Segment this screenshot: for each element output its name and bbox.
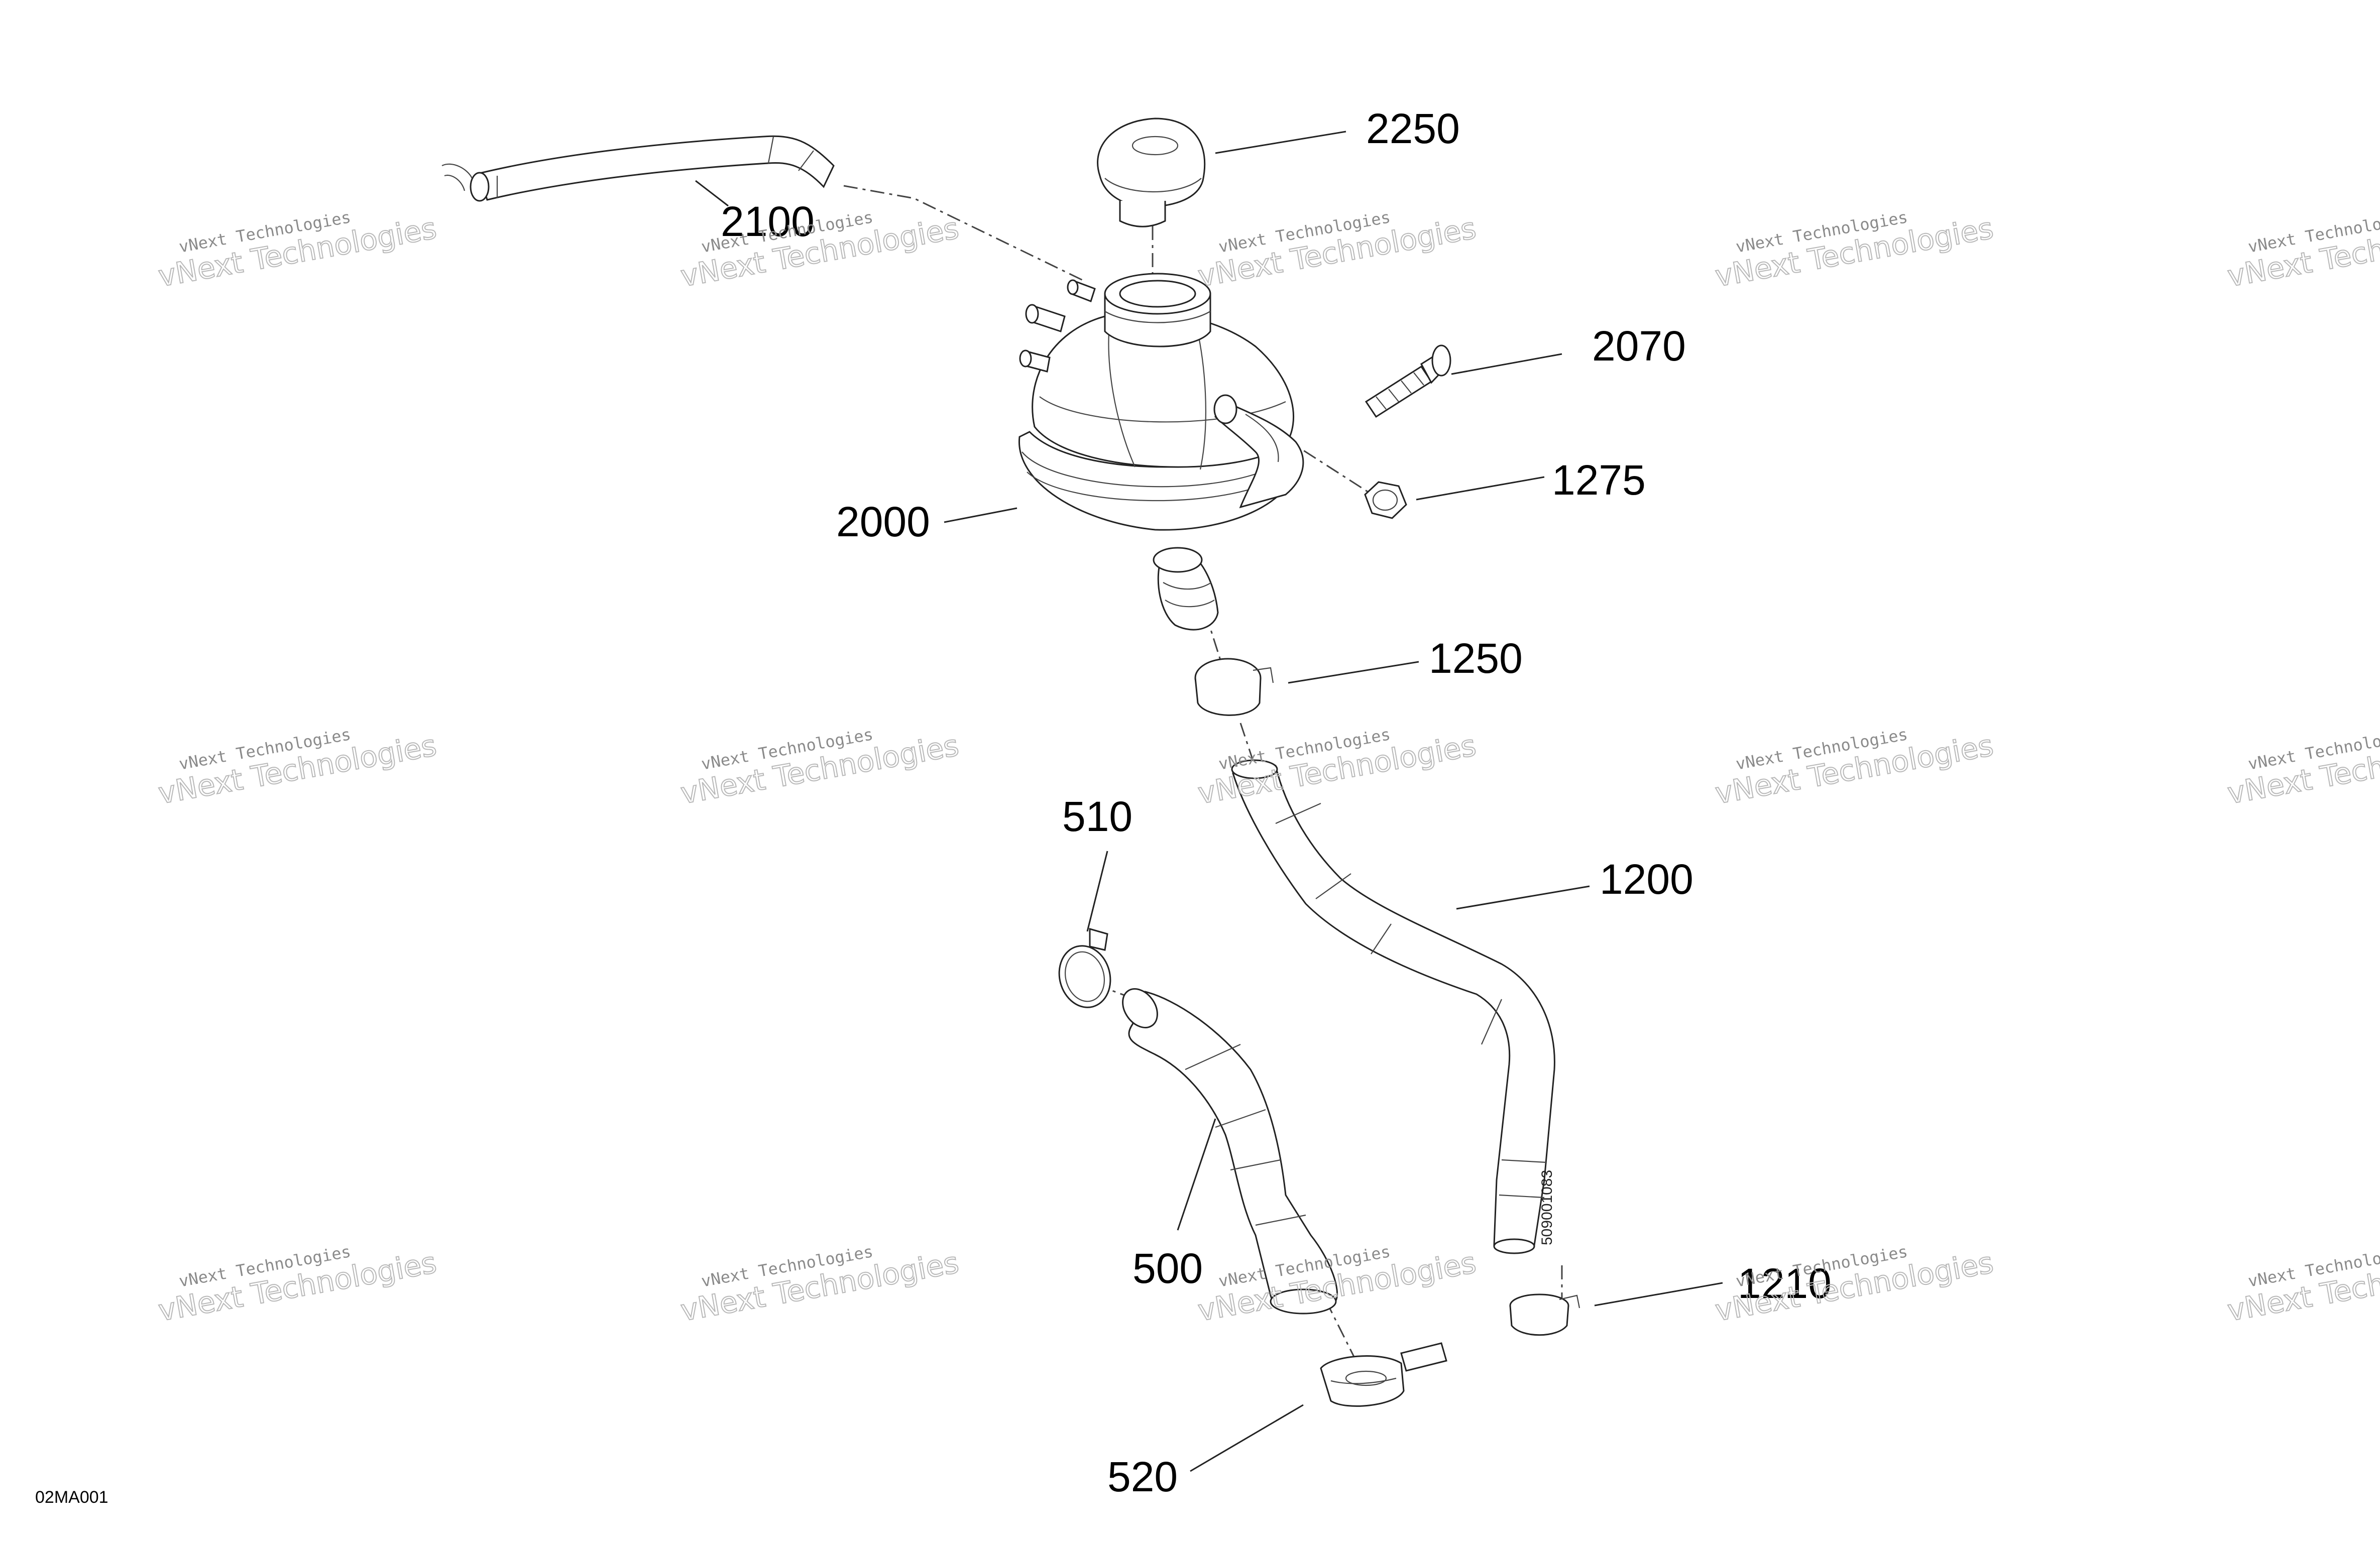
- part-510-clamp: [1058, 928, 1111, 1008]
- watermark: vNext Technologies vNext Technologies: [677, 1242, 962, 1328]
- watermark: vNext Technologies vNext Technologies: [1712, 725, 1996, 811]
- watermark: vNext Technologies vNext Technologies: [2224, 1242, 2380, 1328]
- watermark: vNext Technologies vNext Technologies: [2224, 725, 2380, 811]
- watermark: vNext Technologies vNext Technologies: [677, 207, 962, 294]
- callout-1210: 1210: [1738, 1260, 1832, 1307]
- callout-2250: 2250: [1366, 105, 1460, 152]
- drawing-id: 02MA001: [35, 1488, 108, 1507]
- watermark: vNext Technologies vNext Technologies: [1712, 207, 1996, 294]
- callout-1200: 1200: [1600, 856, 1693, 903]
- callout-1250: 1250: [1429, 635, 1523, 682]
- watermark: vNext Technologies vNext Technologies: [1195, 207, 1479, 294]
- hose-marking-text: 509001083: [1539, 1170, 1555, 1245]
- part-1200-hose: 509001083: [1231, 759, 1555, 1254]
- part-2000-expansion-tank: [1018, 273, 1304, 631]
- leader-lines: [695, 131, 1723, 1472]
- callout-520: 520: [1107, 1453, 1178, 1500]
- part-2100-hose: [441, 135, 835, 202]
- watermark: vNext Technologies vNext Technologies: [1195, 725, 1479, 811]
- callout-1275: 1275: [1552, 456, 1646, 504]
- callout-2000: 2000: [836, 498, 930, 545]
- part-1210-clamp: [1509, 1293, 1580, 1336]
- watermark: vNext Technologies vNext Technologies: [2224, 207, 2380, 294]
- watermark: vNext Technologies vNext Technologies: [155, 725, 439, 811]
- callout-500: 500: [1132, 1245, 1203, 1292]
- part-2250-pressure-cap: [1097, 117, 1206, 227]
- callout-labels: 2250 2100 2070 1275 2000 1250 1200 510 5…: [721, 105, 1832, 1500]
- callout-510: 510: [1062, 793, 1132, 840]
- part-1250-clamp: [1194, 658, 1274, 716]
- watermark: vNext Technologies vNext Technologies: [155, 207, 439, 294]
- callout-2100: 2100: [721, 198, 815, 245]
- watermark: vNext Technologies vNext Technologies: [1712, 1242, 1996, 1328]
- watermark: vNext Technologies vNext Technologies: [677, 725, 962, 811]
- watermark: vNext Technologies vNext Technologies: [155, 1242, 439, 1328]
- part-520-clamp: [1320, 1342, 1447, 1407]
- part-2070-screw: [1365, 344, 1451, 418]
- watermark: vNext Technologies vNext Technologies: [1195, 1242, 1479, 1328]
- part-500-hose: [1122, 988, 1338, 1315]
- callout-2070: 2070: [1592, 322, 1686, 370]
- part-1275-nut: [1364, 481, 1407, 519]
